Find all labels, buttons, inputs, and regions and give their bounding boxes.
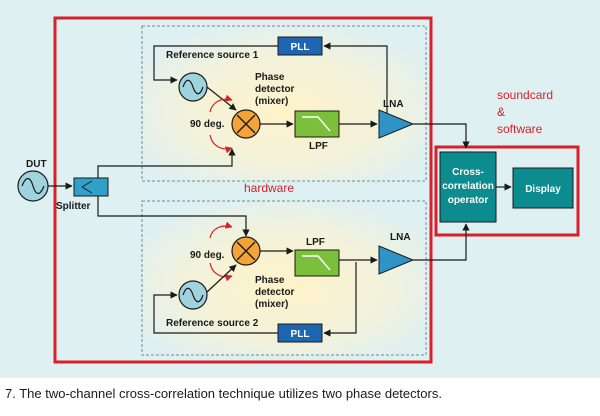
bottom-phase-detector-line3: (mixer) — [255, 299, 288, 310]
splitter-block — [73, 177, 109, 197]
top-mixer-cross-icon — [236, 114, 256, 134]
splitter-to-bottom-mixer-line — [97, 196, 250, 237]
cross-correlation-diagram: hardware soundcard & software DUT Splitt… — [17, 16, 580, 364]
splitter-icon — [81, 180, 93, 194]
hardware-boundary — [53, 16, 433, 364]
top-lna-to-correlator-line — [413, 123, 470, 149]
bottom-lpf-label: LPF — [306, 237, 325, 248]
top-lpf-block — [294, 110, 340, 138]
display-label: Display — [525, 184, 561, 195]
sine-wave-icon — [21, 177, 45, 195]
top-phase-detector-line1: Phase — [255, 72, 285, 83]
bottom-mixer-cross-icon — [236, 241, 256, 261]
bottom-lpf-block — [294, 249, 340, 277]
hardware-label: hardware — [244, 181, 294, 195]
splitter-to-top-mixer-line — [97, 148, 236, 178]
bottom-phase-shift-label: 90 deg. — [190, 250, 225, 261]
top-pll-to-oscillator-line — [153, 45, 278, 84]
top-phase-detector-line2: detector — [255, 84, 295, 95]
top-phase-arrow-upper — [209, 94, 233, 113]
bottom-phase-arrow-lower — [209, 262, 233, 282]
software-label-line2: & — [497, 105, 505, 119]
cross-correlation-line2: correlation — [442, 181, 494, 192]
top-phase-detector-line3: (mixer) — [255, 96, 288, 107]
bottom-lna-to-correlator-line — [413, 223, 470, 261]
top-reference-source-label: Reference source 1 — [166, 50, 259, 61]
bottom-lpf-icon — [302, 255, 331, 271]
bottom-sine-wave-icon — [182, 287, 204, 303]
top-phase-arrow-lower — [209, 134, 233, 154]
splitter-label: Splitter — [56, 201, 91, 212]
bottom-phase-arrow-upper — [209, 221, 233, 239]
software-boundary — [434, 145, 580, 237]
cross-correlation-line3: operator — [448, 195, 489, 206]
bottom-phase-detector-line1: Phase — [255, 275, 285, 286]
bottom-lna-to-pll-line — [323, 262, 357, 337]
bottom-pll-to-oscillator-line — [153, 291, 278, 334]
display-block — [512, 167, 574, 209]
top-oscillator-to-mixer-line — [206, 86, 237, 111]
top-sine-wave-icon — [182, 79, 204, 95]
top-lna-to-pll-line — [323, 42, 388, 113]
figure-caption: 7. The two-channel cross-correlation tec… — [5, 386, 442, 401]
dut-label: DUT — [26, 159, 47, 170]
software-label-line3: software — [497, 122, 543, 136]
bottom-pll-label: PLL — [291, 329, 310, 340]
top-lna-label: LNA — [383, 99, 404, 110]
top-lpf-icon — [302, 116, 331, 132]
top-phase-shift-label: 90 deg. — [190, 119, 225, 130]
top-lpf-label: LPF — [309, 141, 328, 152]
cross-correlation-line1: Cross- — [452, 167, 484, 178]
top-lna-amplifier — [378, 109, 415, 139]
bottom-lna-label: LNA — [390, 232, 411, 243]
bottom-oscillator-to-mixer-line — [206, 264, 237, 293]
bottom-lna-amplifier — [378, 245, 415, 275]
software-label-line1: soundcard — [497, 88, 553, 102]
bottom-phase-detector-line2: detector — [255, 287, 295, 298]
bottom-reference-source-label: Reference source 2 — [166, 318, 259, 329]
top-pll-label: PLL — [291, 42, 310, 53]
